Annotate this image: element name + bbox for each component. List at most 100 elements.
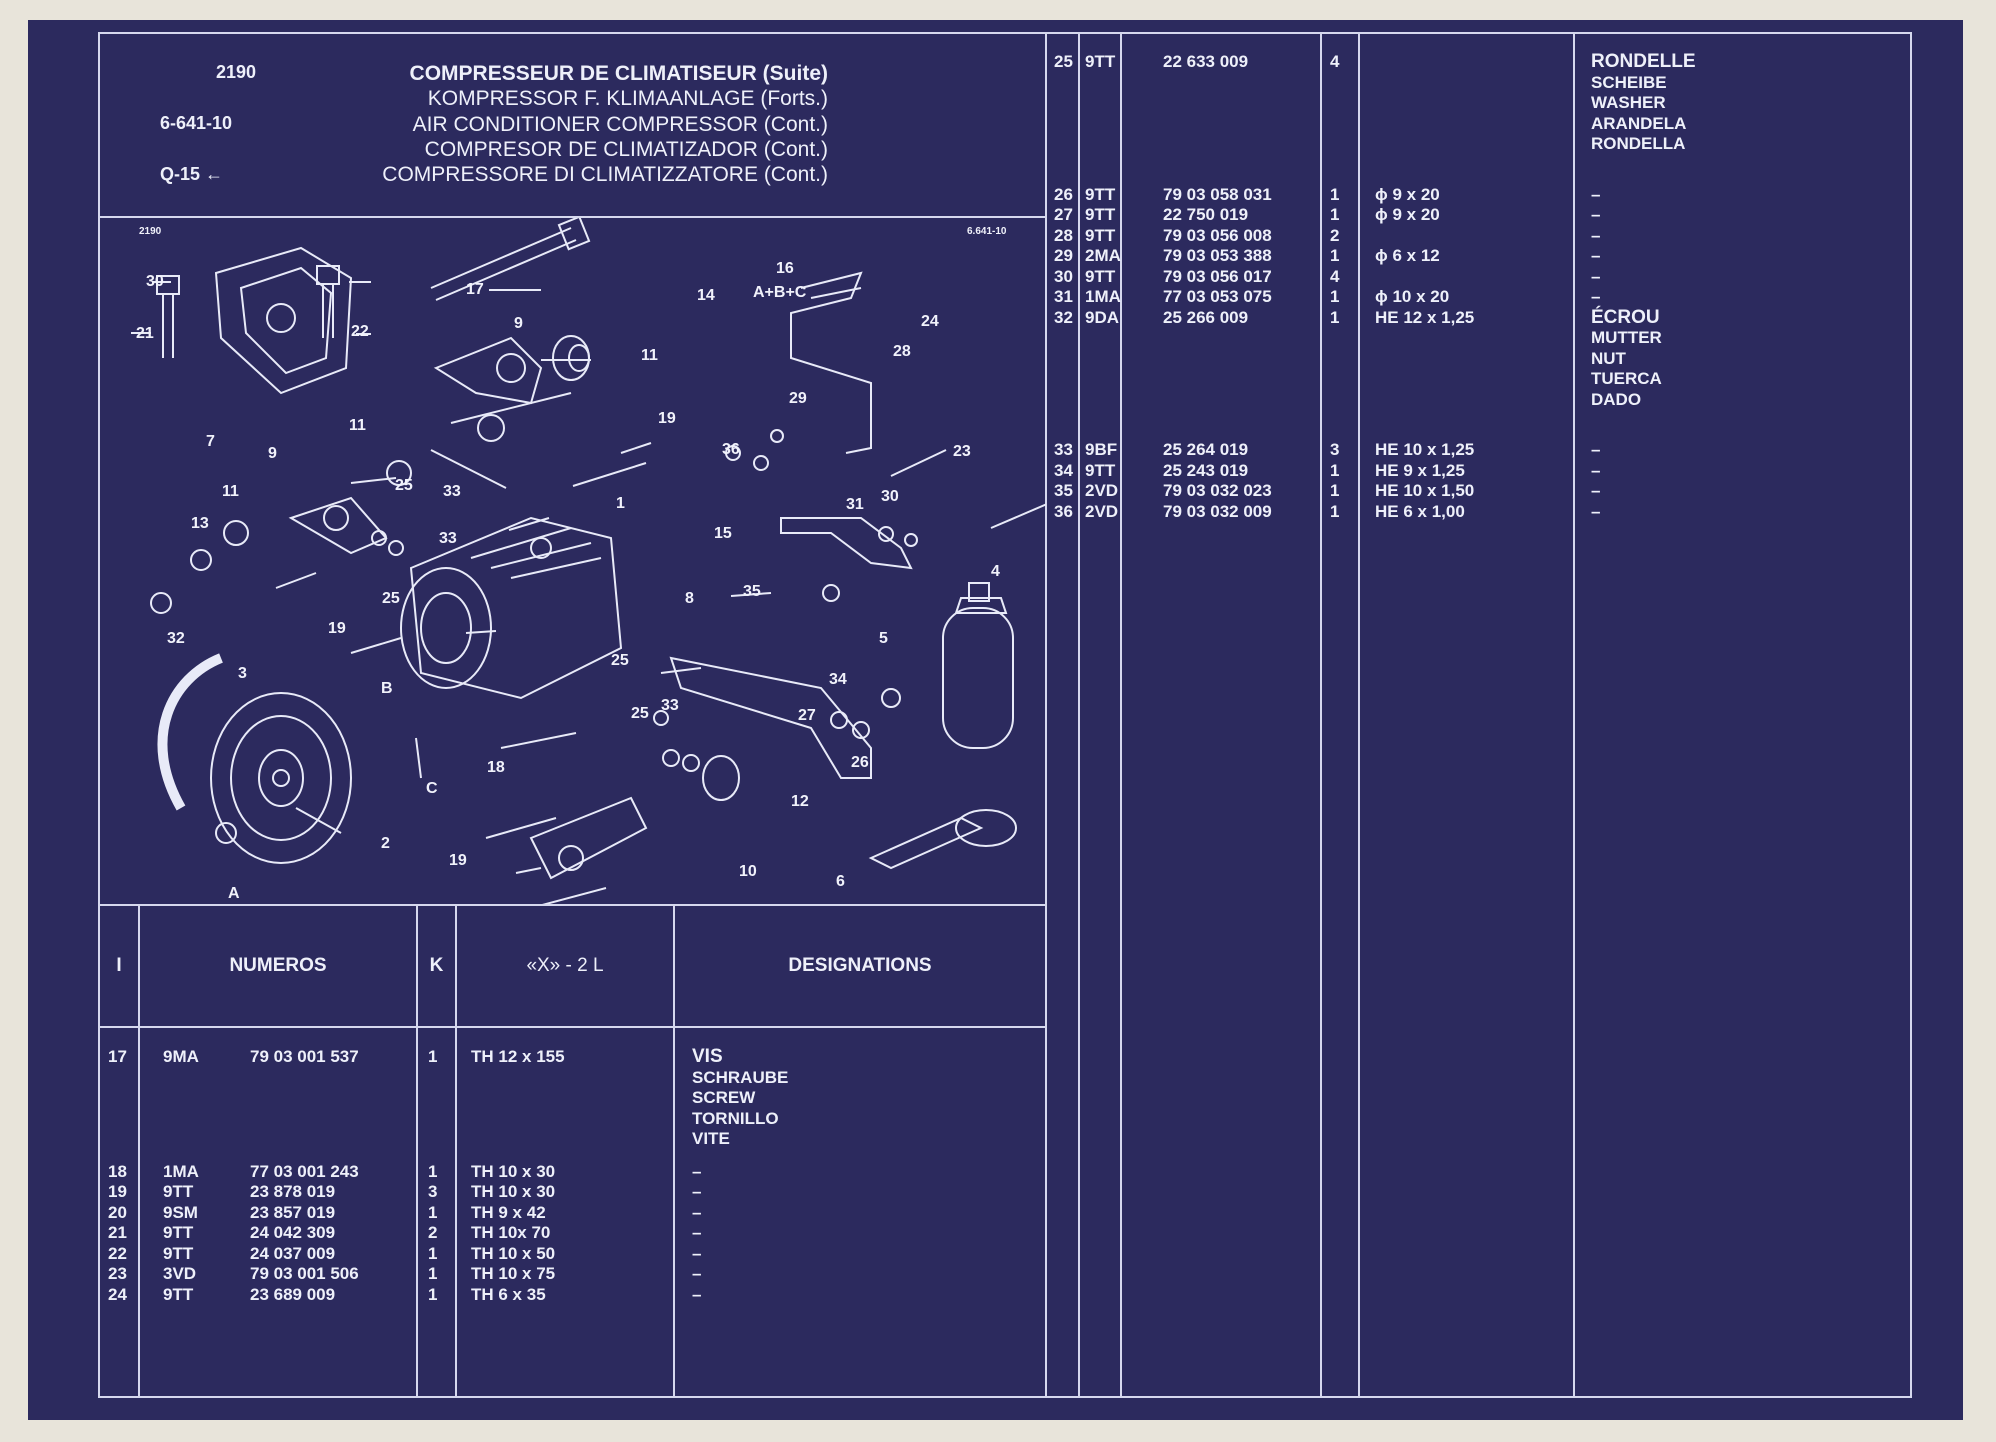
part-callout-label: 5 bbox=[879, 630, 888, 647]
col-header-k: K bbox=[429, 955, 444, 976]
part-callout-label: 32 bbox=[167, 630, 185, 647]
part-callout-label: 25 bbox=[382, 590, 400, 607]
title-it: COMPRESSORE DI CLIMATIZZATORE (Cont.) bbox=[382, 163, 828, 186]
cell-spec: TH 6 x 35 bbox=[471, 1284, 546, 1304]
part-callout-label: 24 bbox=[921, 313, 939, 330]
cell-item: 28 bbox=[1054, 225, 1073, 245]
cell-item: 23 bbox=[108, 1264, 127, 1283]
cell-number: 79 03 056 008 bbox=[1163, 225, 1272, 245]
left-right-divider bbox=[1045, 32, 1047, 1396]
cell-designation: – bbox=[692, 1223, 702, 1242]
cell-code: 9TT bbox=[163, 1243, 194, 1263]
cell-number: 25 264 019 bbox=[1163, 440, 1249, 459]
cell-spec: HE 9 x 1,25 bbox=[1375, 460, 1465, 480]
col-header-x: «X» - 2 L bbox=[526, 955, 604, 976]
cell-item: 24 bbox=[108, 1284, 127, 1304]
part-callout-label: 11 bbox=[349, 417, 366, 434]
cell-item: 27 bbox=[1054, 205, 1073, 224]
cell-code: 9TT bbox=[163, 1284, 194, 1304]
parts-catalog-sheet: 2190 6-641-10 Q-15 ← COMPRESSEUR DE CLIM… bbox=[28, 20, 1963, 1420]
cell-item: 22 bbox=[108, 1243, 127, 1263]
cell-designation: – bbox=[692, 1161, 702, 1181]
part-callout-label: 31 bbox=[846, 496, 864, 513]
cell-number: 77 03 001 243 bbox=[250, 1161, 359, 1181]
cell-spec: HE 6 x 1,00 bbox=[1375, 501, 1465, 521]
part-callout-label: 25 bbox=[611, 652, 629, 669]
cell-number: 25 243 019 bbox=[1163, 460, 1249, 480]
cell-spec: HE 10 x 1,50 bbox=[1375, 481, 1475, 500]
cell-item: 30 bbox=[1054, 266, 1073, 286]
catalog-code: 2190 bbox=[216, 62, 257, 82]
cell-number: 25 266 009 bbox=[1163, 307, 1249, 327]
col-div-x bbox=[673, 904, 675, 1396]
cell-designation: ÉCROU bbox=[1591, 306, 1660, 328]
cell-spec: ϕ 6 x 12 bbox=[1375, 246, 1440, 265]
part-callout-label: 12 bbox=[791, 793, 809, 810]
cell-k: 1 bbox=[1330, 287, 1340, 306]
part-callout-label: 26 bbox=[851, 754, 869, 771]
part-callout-label: 28 bbox=[893, 343, 911, 360]
cell-number: 79 03 001 506 bbox=[250, 1264, 359, 1283]
part-callout-label: 1 bbox=[616, 495, 625, 512]
cell-code: 9TT bbox=[1085, 460, 1116, 480]
part-callout-label: 14 bbox=[697, 287, 715, 304]
cell-designation: VITE bbox=[692, 1129, 730, 1148]
cell-k: 1 bbox=[1330, 501, 1340, 521]
part-callout-label: 23 bbox=[953, 443, 971, 460]
cell-item: 36 bbox=[1054, 501, 1073, 521]
part-callout-label: 25 bbox=[395, 477, 413, 494]
part-callout-label: 33 bbox=[661, 697, 679, 714]
cell-number: 24 037 009 bbox=[250, 1243, 336, 1263]
cell-spec: ϕ 10 x 20 bbox=[1375, 287, 1450, 306]
cell-code: 1MA bbox=[163, 1161, 199, 1181]
cell-designation: – bbox=[1591, 481, 1601, 500]
cell-item: 26 bbox=[1054, 184, 1073, 204]
cell-k: 1 bbox=[428, 1284, 438, 1304]
col-div-numeros bbox=[416, 904, 418, 1396]
diagram-bottom-divider bbox=[100, 904, 1047, 906]
cell-k: 1 bbox=[428, 1202, 438, 1222]
cell-k: 3 bbox=[428, 1182, 438, 1201]
diagram-ref-right: 6.641-10 bbox=[967, 226, 1007, 237]
cell-item: 35 bbox=[1054, 481, 1073, 500]
col-div-k bbox=[455, 904, 457, 1396]
cell-k: 1 bbox=[1330, 205, 1340, 224]
cell-code: 9DA bbox=[1085, 307, 1120, 327]
cell-spec: TH 10x 70 bbox=[471, 1223, 551, 1242]
cell-item: 17 bbox=[108, 1047, 127, 1066]
cell-code: 2VD bbox=[1085, 481, 1119, 500]
cell-code: 1MA bbox=[1085, 287, 1121, 306]
part-callout-label: A bbox=[228, 885, 240, 902]
part-callout-label: 33 bbox=[439, 530, 457, 547]
cell-code: 9TT bbox=[1085, 52, 1116, 71]
part-callout-label: 6 bbox=[836, 873, 845, 890]
cell-designation: ARANDELA bbox=[1591, 113, 1687, 133]
cell-designation: – bbox=[692, 1243, 702, 1263]
rcol-div-k bbox=[1320, 32, 1322, 1396]
cell-item: 21 bbox=[108, 1223, 127, 1242]
cell-designation: – bbox=[692, 1202, 702, 1222]
cell-spec: TH 9 x 42 bbox=[471, 1202, 546, 1222]
cell-item: 32 bbox=[1054, 307, 1073, 327]
part-callout-label: 15 bbox=[714, 525, 732, 542]
title-fr: COMPRESSEUR DE CLIMATISEUR (Suite) bbox=[409, 62, 828, 85]
cell-designation: WASHER bbox=[1591, 93, 1666, 112]
cell-k: 4 bbox=[1330, 266, 1340, 286]
part-callout-label: 10 bbox=[739, 863, 757, 880]
part-callout-label: 19 bbox=[328, 620, 346, 637]
part-callout-label: 8 bbox=[685, 590, 694, 607]
cell-number: 79 03 001 537 bbox=[250, 1047, 359, 1066]
rcol-div-desig bbox=[1573, 32, 1575, 1396]
part-callout-label: 7 bbox=[206, 433, 215, 450]
cell-designation: SCHEIBE bbox=[1591, 72, 1667, 92]
part-callout-label: 18 bbox=[487, 759, 505, 776]
cell-number: 79 03 056 017 bbox=[1163, 266, 1272, 286]
cell-code: 9TT bbox=[1085, 266, 1116, 286]
cell-designation: RONDELLA bbox=[1591, 134, 1686, 153]
cell-spec: TH 10 x 50 bbox=[471, 1243, 556, 1263]
part-callout-label: 17 bbox=[466, 281, 484, 298]
cell-designation: – bbox=[692, 1264, 702, 1283]
cell-spec: TH 12 x 155 bbox=[471, 1047, 565, 1066]
cell-item: 20 bbox=[108, 1202, 127, 1222]
title-de: KOMPRESSOR F. KLIMAANLAGE (Forts.) bbox=[427, 87, 828, 110]
